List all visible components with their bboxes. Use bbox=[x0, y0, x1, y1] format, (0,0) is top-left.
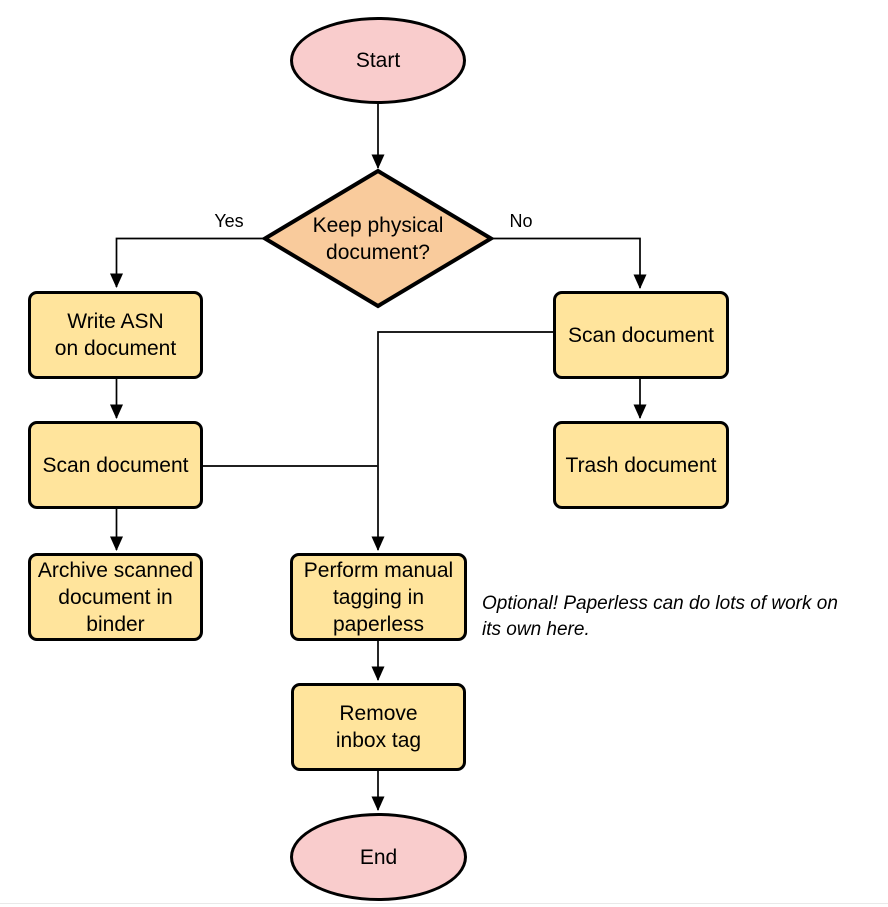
node-scan-document-right-label: Scan document bbox=[568, 323, 714, 347]
node-trash-document-label: Trash document bbox=[565, 453, 717, 477]
optional-note: Optional! Paperless can do lots of work … bbox=[482, 593, 838, 640]
node-write-asn-label: Write ASN on document bbox=[54, 310, 177, 360]
node-archive-scanned-label: Archive scanned document in binder bbox=[37, 558, 194, 636]
node-end: End bbox=[290, 813, 467, 901]
edge-label-no: No bbox=[509, 211, 533, 231]
node-start-label: Start bbox=[355, 49, 401, 72]
node-trash-document: Trash document bbox=[553, 421, 729, 509]
node-perform-tagging: Perform manual tagging in paperless bbox=[290, 553, 467, 641]
edge-decision-no-to-scan-right bbox=[489, 237, 647, 289]
node-scan-document-right: Scan document bbox=[553, 291, 729, 379]
edge-decision-yes-to-write-asn bbox=[110, 237, 266, 288]
node-write-asn: Write ASN on document bbox=[28, 291, 203, 379]
node-scan-document-left-label: Scan document bbox=[42, 453, 189, 477]
node-remove-inbox-tag-label: Remove inbox tag bbox=[335, 702, 422, 752]
node-decision-label: Keep physical document? bbox=[312, 214, 444, 264]
node-start: Start bbox=[290, 17, 466, 104]
node-end-label: End bbox=[359, 845, 398, 869]
node-scan-document-left: Scan document bbox=[28, 421, 203, 509]
node-remove-inbox-tag: Remove inbox tag bbox=[291, 683, 466, 771]
bottom-divider bbox=[0, 903, 888, 904]
decision-shape bbox=[261, 168, 495, 309]
edge-label-yes: Yes bbox=[214, 211, 244, 231]
node-archive-scanned: Archive scanned document in binder bbox=[28, 553, 203, 641]
edge-scan-right-to-perform-tagging bbox=[371, 331, 553, 551]
node-perform-tagging-label: Perform manual tagging in paperless bbox=[303, 558, 454, 636]
